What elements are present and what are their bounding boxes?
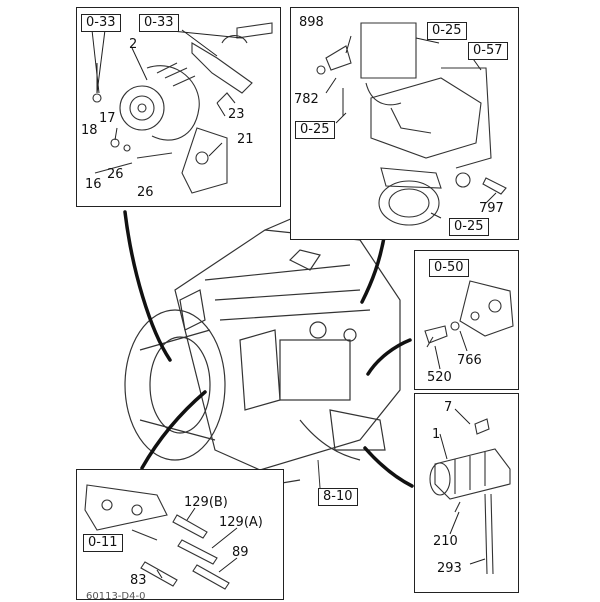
alternator-drawing <box>91 22 273 194</box>
part-number-7: 7 <box>444 400 453 415</box>
part-number-16: 16 <box>85 177 102 192</box>
ref-box-8-10[interactable]: 8-10 <box>318 488 358 506</box>
sensor-detail-panel: 0-50 766 520 <box>414 250 519 390</box>
part-number-26-lower: 26 <box>137 185 154 200</box>
part-number-520: 520 <box>427 370 452 385</box>
ref-box-0-25-bottom[interactable]: 0-25 <box>449 218 489 236</box>
ref-box-0-33-right[interactable]: 0-33 <box>139 14 179 32</box>
part-number-1: 1 <box>432 427 441 442</box>
part-number-129b: 129(B) <box>184 495 228 510</box>
part-number-18: 18 <box>81 123 98 138</box>
part-number-26-upper: 26 <box>107 167 124 182</box>
starter-detail-panel: 7 1 210 293 <box>414 393 519 593</box>
sensor-drawing <box>424 280 514 370</box>
part-number-898: 898 <box>299 15 324 30</box>
ref-box-0-11[interactable]: 0-11 <box>83 534 123 552</box>
part-number-2: 2 <box>129 37 138 52</box>
part-number-21: 21 <box>237 132 254 147</box>
part-number-17: 17 <box>99 111 116 126</box>
turbocharger-drawing <box>316 22 507 226</box>
part-number-129a: 129(A) <box>219 515 263 530</box>
glowplug-detail-panel: 129(B) 0-11 129(A) 89 83 <box>76 469 284 600</box>
part-number-782: 782 <box>294 92 319 107</box>
part-number-766: 766 <box>457 353 482 368</box>
figure-code: 60113-D4-0 <box>86 591 146 602</box>
ref-box-0-25-mid[interactable]: 0-25 <box>295 121 335 139</box>
part-number-210: 210 <box>433 534 458 549</box>
glowplug-drawing <box>84 484 238 590</box>
ref-box-0-50[interactable]: 0-50 <box>429 259 469 277</box>
part-number-797: 797 <box>479 201 504 216</box>
starter-drawing <box>429 408 511 575</box>
part-number-23: 23 <box>228 107 245 122</box>
ref-box-0-57[interactable]: 0-57 <box>468 42 508 60</box>
ref-box-0-25-top[interactable]: 0-25 <box>427 22 467 40</box>
part-number-83: 83 <box>130 573 147 588</box>
alternator-detail-panel: 0-33 0-33 2 17 18 16 26 26 23 21 <box>76 7 281 207</box>
ref-box-0-33-left[interactable]: 0-33 <box>81 14 121 32</box>
turbocharger-detail-panel: 898 0-25 0-57 782 0-25 797 0-25 <box>290 7 519 240</box>
part-number-293: 293 <box>437 561 462 576</box>
part-number-89: 89 <box>232 545 249 560</box>
